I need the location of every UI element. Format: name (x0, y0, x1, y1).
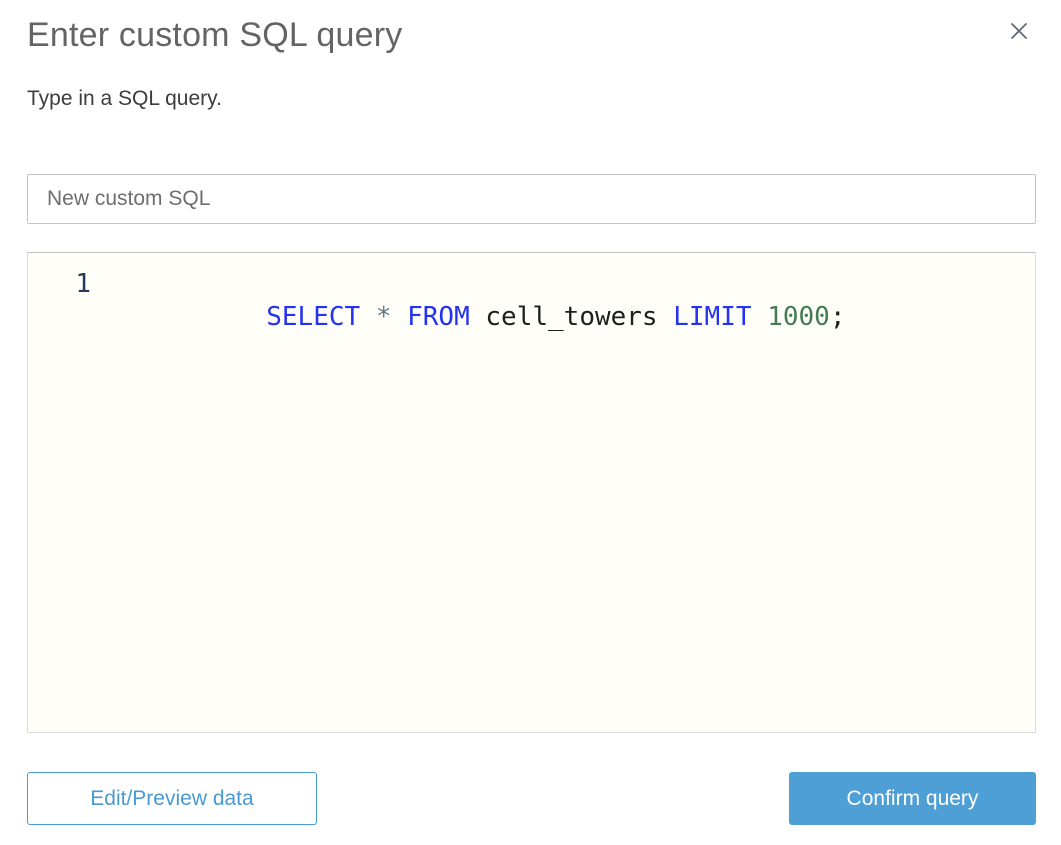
sql-code-editor[interactable]: 1 SELECT * FROM cell_towers LIMIT 1000; (27, 252, 1036, 733)
custom-sql-name-input[interactable] (27, 174, 1036, 224)
sql-token-identifier: cell_towers (469, 302, 674, 332)
page-title: Enter custom SQL query (27, 16, 403, 54)
close-icon (1008, 20, 1030, 45)
close-button[interactable] (1005, 18, 1033, 46)
sql-token-keyword: SELECT (266, 302, 361, 332)
sql-query-text: SELECT * FROM cell_towers LIMIT 1000; (141, 268, 845, 367)
confirm-query-button[interactable]: Confirm query (789, 772, 1036, 825)
sql-token-number: 1000 (767, 302, 830, 332)
edit-preview-data-button[interactable]: Edit/Preview data (27, 772, 317, 825)
sql-token-operator: * (375, 302, 392, 332)
code-line: 1 SELECT * FROM cell_towers LIMIT 1000; (28, 253, 1035, 367)
dialog-instruction-text: Type in a SQL query. (27, 87, 222, 110)
sql-token-semicolon: ; (829, 302, 846, 332)
sql-token-keyword: FROM (407, 302, 470, 332)
sql-token-space (752, 302, 768, 332)
sql-token-space (391, 302, 407, 332)
line-number: 1 (75, 269, 91, 299)
sql-token-keyword: LIMIT (673, 302, 752, 332)
sql-token-space (360, 302, 376, 332)
